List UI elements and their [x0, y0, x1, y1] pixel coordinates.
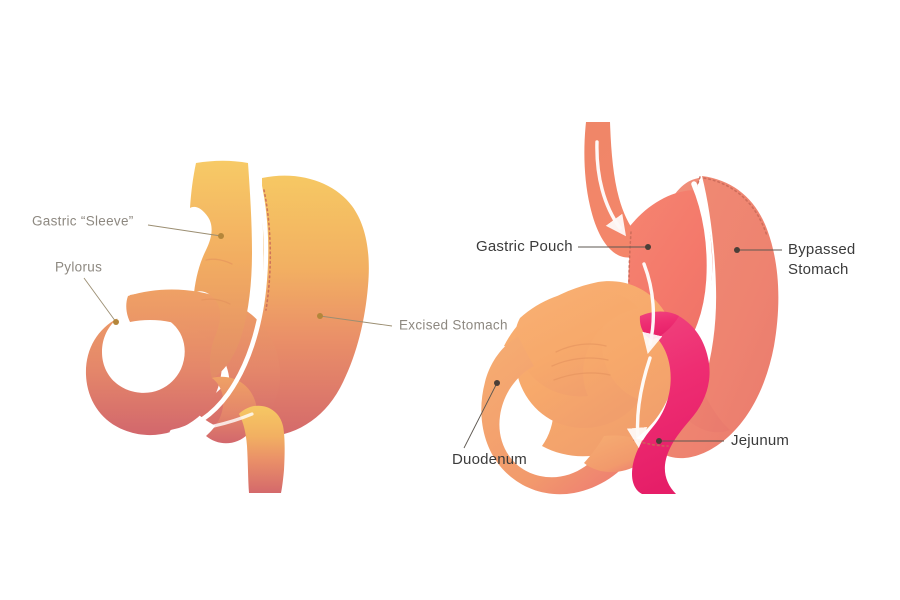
flow-arrow-pouch-outlet — [642, 262, 663, 354]
body-rugae-3 — [553, 372, 611, 381]
esophagus-shape — [584, 122, 648, 258]
left-rugae — [205, 258, 233, 265]
left-label-excised-stomach: Excised Stomach — [317, 313, 508, 333]
leader-line-duodenum — [463, 382, 498, 449]
leader-dot-gastric-pouch — [645, 244, 651, 250]
leader-dot-gastric-sleeve — [218, 233, 224, 239]
left-diagram-sleeve-gastrectomy: Gastric “Sleeve” Pylorus Excised Stomach — [32, 160, 508, 493]
leader-dot-excised-stomach — [317, 313, 323, 319]
right-label-duodenum: Duodenum — [452, 380, 527, 468]
flow-arrow-esophagus — [595, 140, 626, 237]
body-rugae-2 — [551, 357, 609, 367]
right-label-gastric-pouch: Gastric Pouch — [476, 238, 651, 255]
body-rugae-1 — [555, 343, 607, 353]
leader-line-excised-stomach — [319, 315, 393, 327]
label-pylorus: Pylorus — [55, 260, 102, 275]
leader-line-pylorus — [83, 277, 117, 323]
leader-dot-duodenum — [494, 380, 500, 386]
leader-dot-jejunum — [656, 438, 662, 444]
label-bypassed-stomach-line1: Bypassed — [788, 241, 855, 258]
right-label-jejunum: Jejunum — [656, 432, 789, 449]
left-label-pylorus: Pylorus — [55, 260, 119, 325]
leader-dot-pylorus — [113, 319, 119, 325]
stomach-fundus-shape — [515, 290, 638, 397]
leader-dot-bypassed-stomach — [734, 247, 740, 253]
leader-line-gastric-sleeve — [147, 224, 222, 237]
gastric-sleeve-shape — [190, 160, 252, 379]
pylorus-duodenum-shape — [85, 293, 222, 436]
right-diagram-gastric-bypass: Gastric Pouch Bypassed Stomach Duodenum … — [452, 122, 855, 495]
right-label-bypassed-stomach: Bypassed Stomach — [734, 241, 855, 278]
left-label-gastric-sleeve: Gastric “Sleeve” — [32, 214, 224, 239]
sleeve-cut-line-lower — [170, 412, 254, 434]
left-rugae-2 — [201, 298, 231, 305]
bypassed-staple-line-outer — [703, 177, 768, 237]
bypassed-stomach-shape — [660, 176, 779, 459]
jejunum-shape — [632, 314, 710, 494]
label-jejunum: Jejunum — [731, 432, 789, 449]
left-staple-line — [263, 189, 272, 311]
label-duodenum: Duodenum — [452, 451, 527, 468]
pyloric-outlet-shape — [239, 405, 285, 493]
label-gastric-sleeve: Gastric “Sleeve” — [32, 214, 134, 229]
label-gastric-pouch: Gastric Pouch — [476, 238, 573, 255]
label-bypassed-stomach-line2: Stomach — [788, 261, 849, 278]
label-excised-stomach: Excised Stomach — [399, 318, 508, 333]
flow-arrow-jejunum — [626, 356, 652, 449]
sleeve-cut-line — [169, 167, 269, 435]
